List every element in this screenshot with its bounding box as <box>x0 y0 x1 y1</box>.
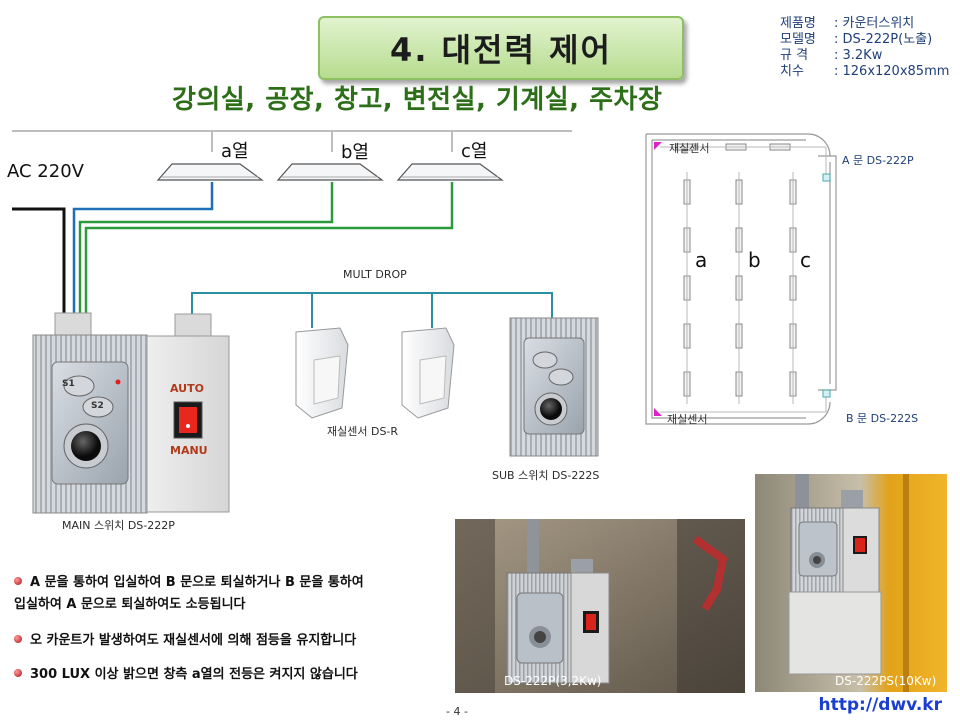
bullet-dot-icon <box>14 635 22 643</box>
bullet-dot-icon <box>14 577 22 585</box>
floor-plan <box>645 133 837 425</box>
sensor-marker-bottom <box>654 408 662 416</box>
door-a-label: A 문 DS-222P <box>842 154 914 167</box>
row-label-a: a열 <box>221 141 249 162</box>
photo-label-1: DS-222P(3,2Kw) <box>504 674 602 688</box>
bus-label: MULT DROP <box>343 268 407 281</box>
sub-switch-label: SUB 스위치 DS-222S <box>492 469 600 482</box>
bullet-dot-icon <box>14 669 22 677</box>
spec-row: 제품명: 카운터스위치 <box>780 16 915 31</box>
power-label: AC 220V <box>7 161 84 182</box>
spec-row: 치수: 126x120x85mm <box>780 64 950 79</box>
auto-label: AUTO <box>170 382 204 395</box>
bullet-3: 300 LUX 이상 밝으면 창측 a열의 전등은 켜지지 않습니다 <box>14 664 358 686</box>
wires <box>12 182 553 328</box>
occupancy-sensor-1 <box>295 327 349 419</box>
spec-row: 모델명: DS-222P(노출) <box>780 32 933 47</box>
page-number: - 4 - <box>446 705 468 718</box>
floor-col-a: a <box>695 248 708 272</box>
row-label-b: b열 <box>341 142 369 163</box>
row-label-c: c열 <box>461 141 488 162</box>
bullet-2: 오 카운트가 발생하여도 재실센서에 의해 점등을 유지합니다 <box>14 630 356 652</box>
s2-label: S2 <box>91 401 104 411</box>
sub-switch <box>509 317 599 457</box>
occupancy-sensor-2 <box>401 327 455 419</box>
main-switch <box>32 312 148 514</box>
manu-label: MANU <box>170 444 208 457</box>
spec-row: 규 격: 3.2Kw <box>780 48 883 63</box>
door-b-label: B 문 DS-222S <box>846 412 919 425</box>
floor-sensor-bottom: 재실센서 <box>667 413 708 426</box>
spec-block: 제품명: 카운터스위치 모델명: DS-222P(노출) 규 격: 3.2Kw … <box>780 16 949 80</box>
light-fixture-c <box>396 163 504 181</box>
bullet-1: A 문을 통하여 입실하여 B 문으로 퇴실하거나 B 문을 통하여 입실하여 … <box>14 575 364 612</box>
light-fixture-a <box>156 163 264 181</box>
auto-manu-panel <box>146 313 230 513</box>
power-bus <box>12 130 572 152</box>
page-title: 4. 대전력 제어 <box>390 31 612 69</box>
sensor-label: 재실센서 DS-R <box>327 425 399 438</box>
photo-ds-222ps-image <box>755 474 947 692</box>
sensor-marker-top <box>654 142 662 150</box>
s1-label: S1 <box>62 379 75 389</box>
photo-ds-222ps <box>755 474 947 692</box>
subtitle: 강의실, 공장, 창고, 변전실, 기계실, 주차장 <box>172 85 663 115</box>
title-box: 4. 대전력 제어 <box>318 16 684 80</box>
photo-ds-222p-image <box>455 519 745 693</box>
photo-ds-222p <box>455 519 745 693</box>
light-fixture-b <box>276 163 384 181</box>
footer-link[interactable]: http://dwv.kr <box>818 695 942 715</box>
floor-sensor-top: 재실센서 <box>669 142 710 155</box>
photo-label-2: DS-222PS(10Kw) <box>835 674 937 688</box>
floor-col-c: c <box>800 248 811 272</box>
floor-col-b: b <box>748 248 761 272</box>
wiring-diagram <box>12 130 599 514</box>
main-switch-label: MAIN 스위치 DS-222P <box>62 519 175 532</box>
